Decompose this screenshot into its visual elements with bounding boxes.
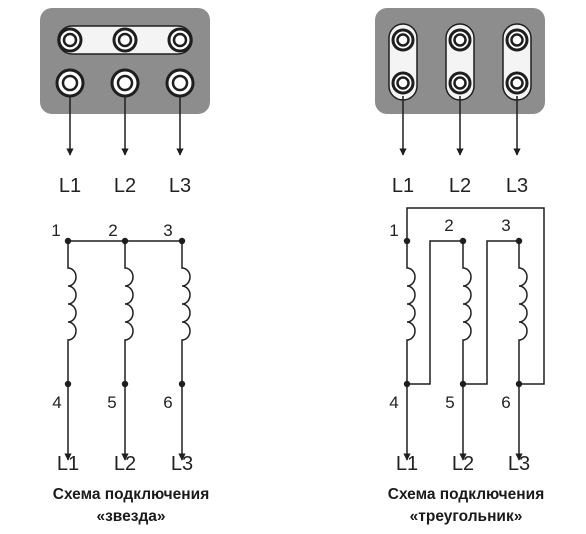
delta-caption-line2: «треугольник» bbox=[410, 508, 523, 525]
delta-winding-3 bbox=[515, 241, 528, 461]
delta-supply-arrows bbox=[399, 96, 521, 156]
star-winding-1 bbox=[64, 241, 77, 461]
delta-terminal-bottom-3 bbox=[505, 71, 529, 95]
star-end-label-6: 6 bbox=[163, 393, 172, 412]
delta-supply-label-3: L3 bbox=[506, 175, 528, 197]
delta-output-label-2: L2 bbox=[452, 453, 474, 475]
delta-caption-line1: Схема подключения bbox=[388, 486, 545, 503]
delta-winding-1 bbox=[403, 241, 416, 461]
star-supply-label-1: L1 bbox=[59, 175, 81, 197]
delta-terminal-box bbox=[375, 8, 545, 114]
delta-supply-label-1: L1 bbox=[392, 175, 414, 197]
delta-terminal-bottom-1 bbox=[391, 71, 415, 95]
star-nodes bbox=[64, 237, 186, 388]
delta-diagram: L1 L2 L3 1 2 3 4 5 6 L1 L2 L3 Схема подк… bbox=[375, 8, 545, 525]
star-diagram: L1 L2 L3 1 2 3 4 5 6 L1 L2 L3 Схема подк… bbox=[40, 8, 210, 525]
delta-output-label-1: L1 bbox=[396, 453, 418, 475]
star-terminal-top-1 bbox=[57, 27, 83, 53]
delta-supply-label-2: L2 bbox=[449, 175, 471, 197]
delta-start-label-2: 2 bbox=[444, 216, 453, 235]
star-terminal-bottom-2 bbox=[110, 68, 140, 98]
star-start-label-3: 3 bbox=[163, 221, 172, 240]
delta-nodes bbox=[403, 237, 523, 388]
star-terminal-bottom-3 bbox=[165, 68, 195, 98]
star-start-label-1: 1 bbox=[51, 221, 60, 240]
delta-terminal-top-3 bbox=[505, 28, 529, 52]
delta-link-3-5 bbox=[463, 240, 519, 385]
star-terminal-top-2 bbox=[112, 27, 138, 53]
star-terminal-bottom-1 bbox=[55, 68, 85, 98]
star-caption-line2: «звезда» bbox=[96, 508, 165, 525]
delta-start-label-3: 3 bbox=[501, 216, 510, 235]
delta-link-1-6 bbox=[406, 207, 545, 385]
star-terminal-top-3 bbox=[167, 27, 193, 53]
star-supply-label-2: L2 bbox=[114, 175, 136, 197]
delta-winding-2 bbox=[459, 241, 472, 461]
star-supply-arrows bbox=[66, 96, 184, 156]
star-start-label-2: 2 bbox=[108, 221, 117, 240]
delta-schematic bbox=[403, 207, 545, 461]
delta-link-2-4 bbox=[407, 240, 463, 385]
star-terminal-box bbox=[40, 8, 210, 114]
delta-terminal-top-2 bbox=[448, 28, 472, 52]
delta-output-label-3: L3 bbox=[508, 453, 530, 475]
star-output-label-3: L3 bbox=[171, 453, 193, 475]
delta-start-label-1: 1 bbox=[389, 221, 398, 240]
star-output-label-2: L2 bbox=[114, 453, 136, 475]
star-winding-2 bbox=[121, 241, 134, 461]
star-winding-3 bbox=[178, 241, 191, 461]
star-supply-label-3: L3 bbox=[169, 175, 191, 197]
star-end-label-5: 5 bbox=[107, 393, 116, 412]
delta-end-label-6: 6 bbox=[501, 393, 510, 412]
star-end-label-4: 4 bbox=[52, 393, 61, 412]
star-schematic bbox=[64, 240, 191, 461]
star-caption-line1: Схема подключения bbox=[53, 486, 210, 503]
star-output-label-1: L1 bbox=[57, 453, 79, 475]
delta-terminal-bottom-2 bbox=[448, 71, 472, 95]
delta-terminal-top-1 bbox=[391, 28, 415, 52]
delta-end-label-5: 5 bbox=[445, 393, 454, 412]
delta-end-label-4: 4 bbox=[389, 393, 398, 412]
